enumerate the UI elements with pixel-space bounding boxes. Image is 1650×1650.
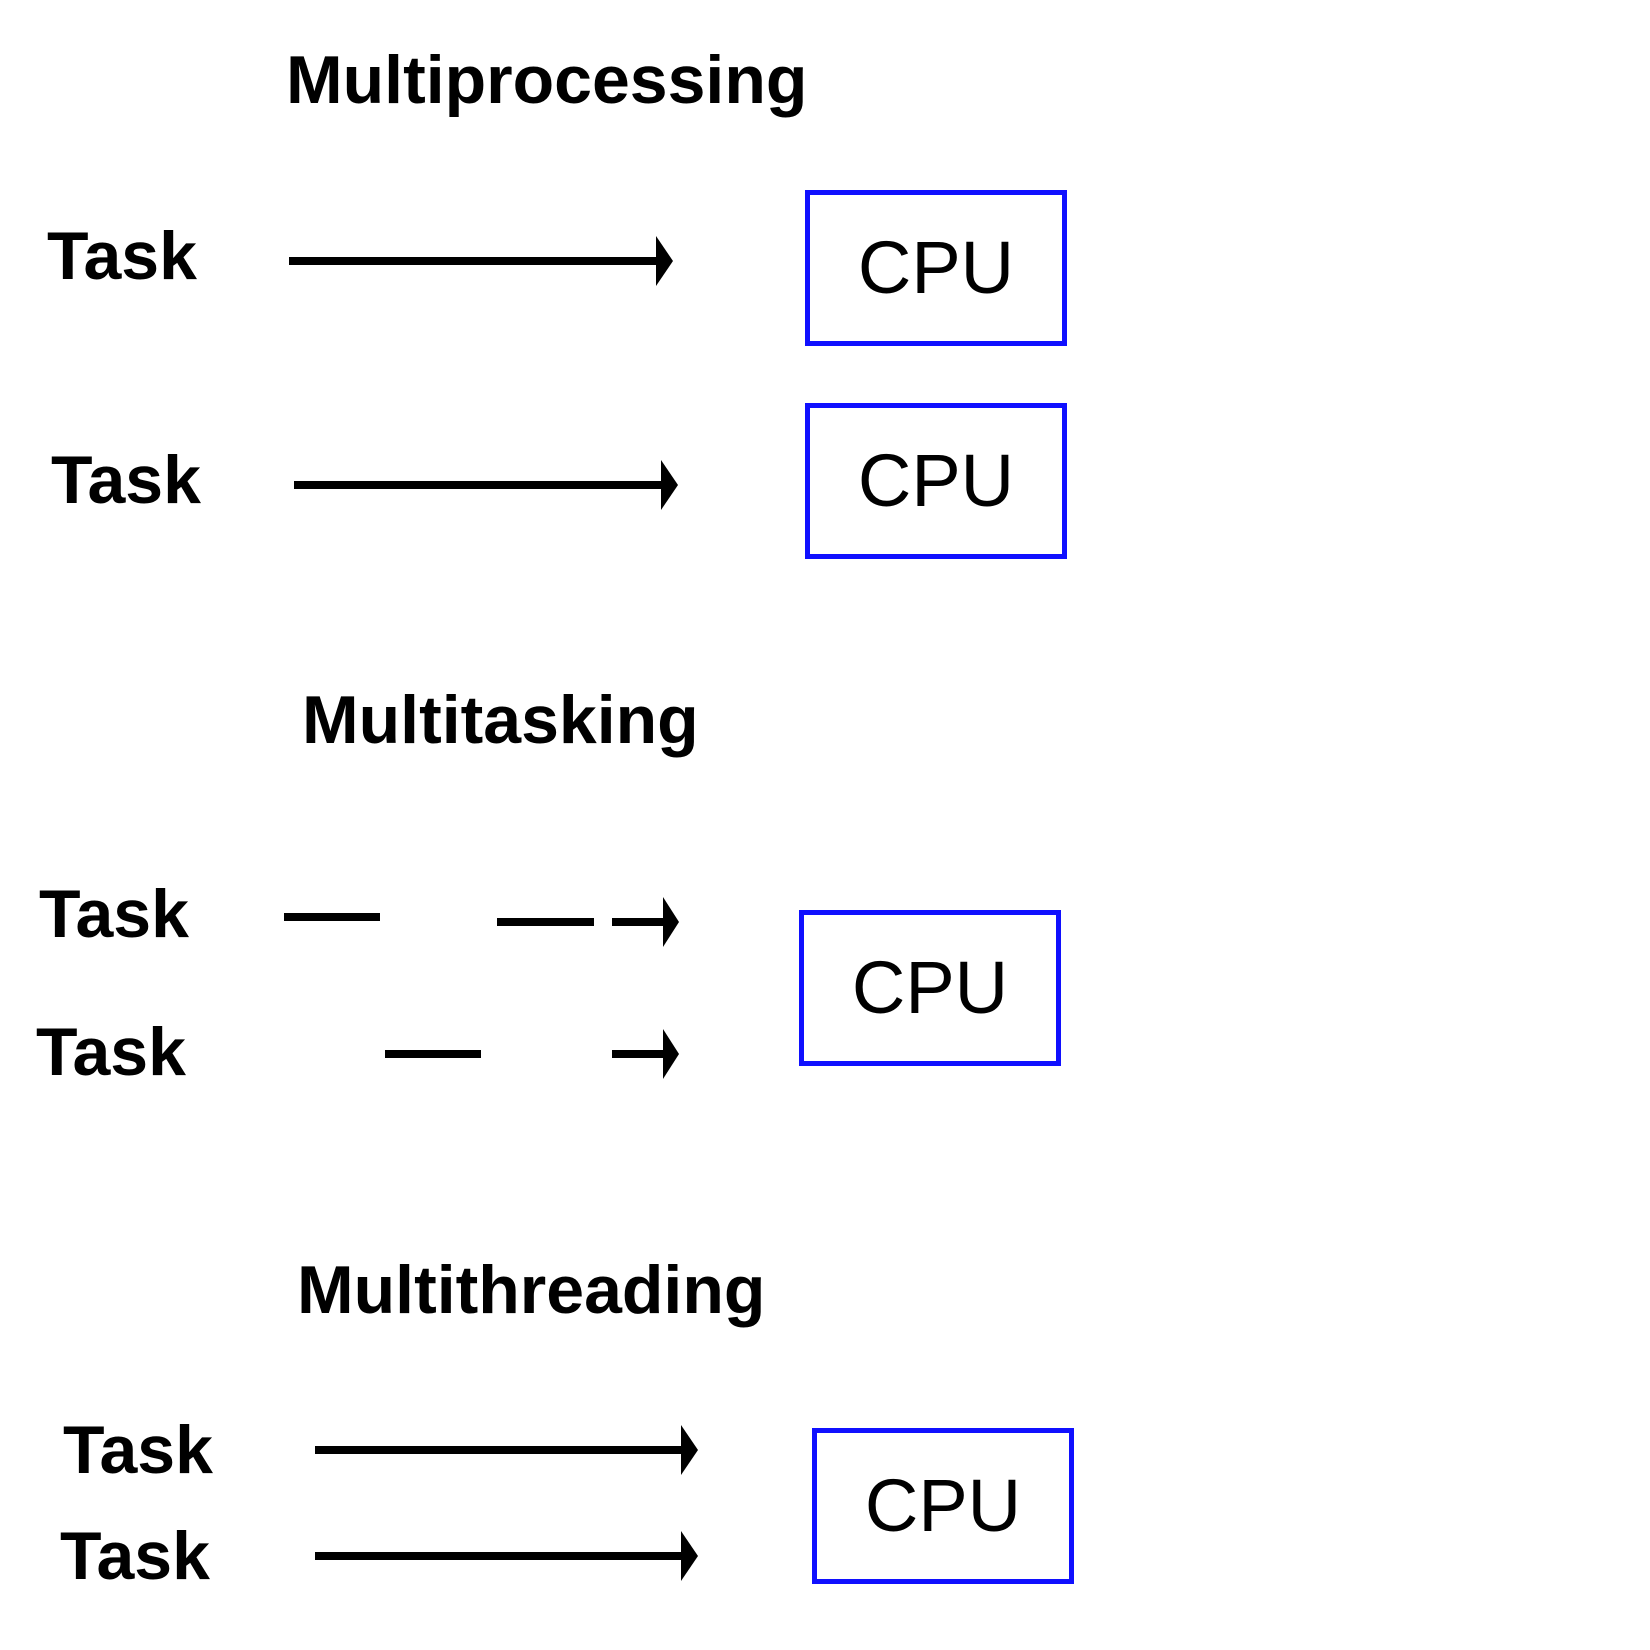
task-label: Task <box>60 1518 210 1594</box>
cpu-box: CPU <box>799 910 1061 1066</box>
task-label: Task <box>47 218 197 294</box>
arrow <box>315 1531 698 1581</box>
task-label: Task <box>39 876 189 952</box>
arrow <box>612 1029 679 1079</box>
cpu-label: CPU <box>857 439 1015 522</box>
arrow <box>612 897 679 947</box>
cpu-box: CPU <box>812 1428 1074 1584</box>
cpu-label: CPU <box>857 226 1015 309</box>
cpu-label: CPU <box>864 1464 1022 1547</box>
arrow <box>294 460 678 510</box>
task-label: Task <box>63 1412 213 1488</box>
cpu-box: CPU <box>805 403 1067 559</box>
task-label: Task <box>36 1014 186 1090</box>
cpu-label: CPU <box>851 946 1009 1029</box>
arrow <box>289 236 673 286</box>
cpu-box: CPU <box>805 190 1067 346</box>
arrow <box>315 1425 698 1475</box>
section-title-multithreading: Multithreading <box>297 1252 766 1328</box>
task-label: Task <box>51 442 201 518</box>
section-title-multiprocessing: Multiprocessing <box>286 42 808 118</box>
section-title-multitasking: Multitasking <box>302 682 699 758</box>
